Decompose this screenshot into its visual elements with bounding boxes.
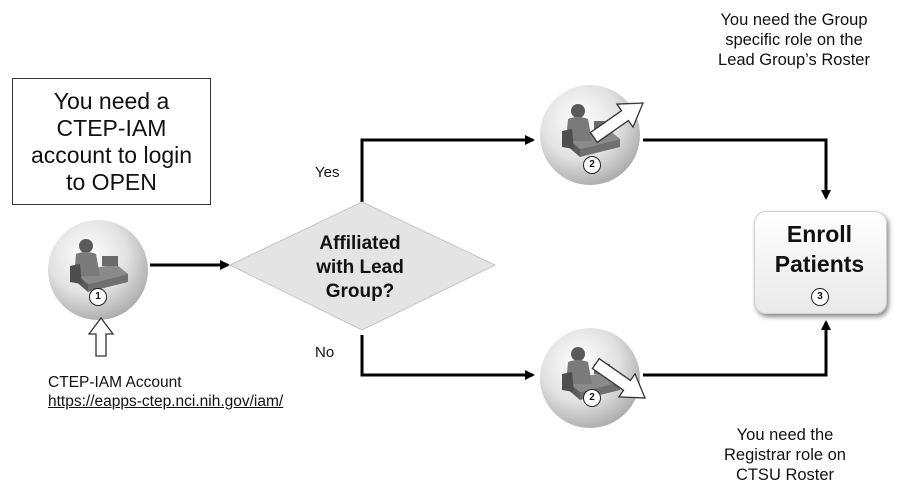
hollow-arrow-icon-bottom	[591, 357, 646, 399]
connector-top-to-enroll	[643, 138, 831, 200]
registrar-role-note: You need the Registrar role on CTSU Rost…	[690, 425, 880, 485]
enroll-line-1: Enroll	[786, 221, 853, 247]
decision-line-1: Affiliated	[319, 233, 401, 254]
login-requirement-box: You need a CTEP-IAM account to login to …	[12, 78, 211, 205]
decision-line-2: with Lead	[316, 257, 404, 278]
registrar-note-line-3: CTSU Roster	[735, 466, 835, 484]
group-note-line-1: You need the Group	[720, 11, 868, 29]
account-url-link[interactable]: https://eapps-ctep.nci.nih.gov/iam/	[48, 393, 284, 410]
registrar-note-line-2: Registrar role on	[724, 446, 846, 464]
registrar-note-line-1: You need the	[736, 426, 834, 444]
step-badge-top: 2	[583, 156, 601, 174]
connector-bottom-to-enroll	[643, 320, 831, 377]
group-role-note: You need the Group specific role on the …	[694, 10, 894, 70]
connector-no-branch	[360, 335, 535, 380]
decision-diamond	[228, 201, 497, 331]
yes-branch-label: Yes	[315, 164, 340, 181]
hollow-arrow-icon-up	[87, 316, 115, 357]
login-line-3: account to login	[30, 141, 193, 168]
login-line-2: CTEP-IAM	[56, 114, 167, 141]
hollow-arrow-icon-top	[589, 102, 644, 144]
step-badge-enroll: 3	[811, 288, 829, 306]
decision-label: Affiliated with Lead Group?	[290, 232, 430, 304]
enroll-line-2: Patients	[774, 251, 865, 277]
login-line-1: You need a	[53, 87, 170, 114]
connector-yes-branch	[360, 135, 535, 207]
group-note-line-3: Lead Group’s Roster	[718, 51, 870, 69]
enroll-title: Enroll Patients	[754, 219, 885, 279]
person-at-desk-icon-start	[48, 220, 148, 320]
login-line-4: to OPEN	[66, 168, 157, 195]
person-at-desk-icon-bottom	[540, 328, 640, 428]
account-label: CTEP-IAM Account	[48, 374, 182, 391]
group-note-line-2: specific role on the	[725, 31, 863, 49]
person-at-desk-icon-top	[540, 85, 640, 185]
step-badge-start: 1	[89, 288, 107, 306]
no-branch-label: No	[315, 344, 335, 361]
step-badge-bottom: 2	[583, 389, 601, 407]
decision-line-3: Group?	[325, 281, 395, 302]
